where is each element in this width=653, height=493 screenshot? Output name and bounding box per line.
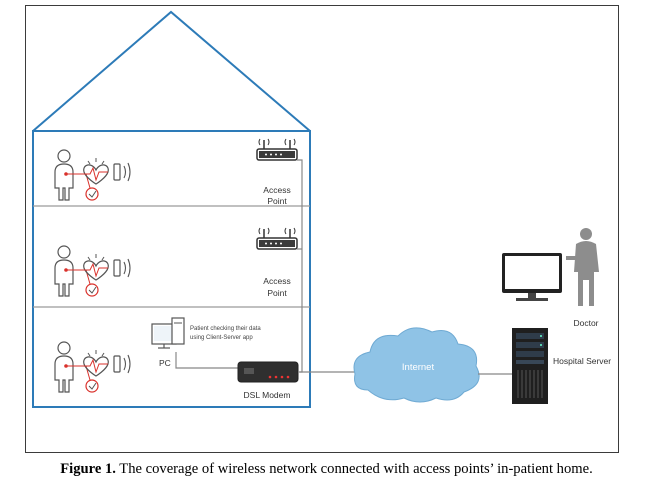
ap-label-2-line2: Point <box>267 288 287 298</box>
pc-note-line1: Patient checking their data <box>190 326 261 332</box>
internet-cloud-icon <box>353 327 480 403</box>
pc-note-line2: using Client-Server app <box>190 335 253 341</box>
dsl-modem-icon <box>237 361 299 383</box>
ap-label-1-line2: Point <box>267 196 287 206</box>
internet-label: Internet <box>402 362 435 373</box>
ap-label-2-line1: Access <box>263 276 290 286</box>
modem-label: DSL Modem <box>244 390 291 400</box>
doctor-label: Doctor <box>573 318 598 328</box>
figure-caption: Figure 1. The coverage of wireless netwo… <box>0 461 653 478</box>
house-walls <box>32 130 311 408</box>
caption-prefix: Figure 1. <box>60 461 116 477</box>
doctor-icon <box>566 228 599 306</box>
server-label: Hospital Server <box>553 356 611 366</box>
patient-icon-floor2 <box>54 245 131 297</box>
access-point-icon-1 <box>256 138 298 161</box>
pc-icon <box>151 317 185 349</box>
patient-icon-floor3 <box>54 341 131 393</box>
figure-frame <box>25 5 619 453</box>
patient-icon-floor1 <box>54 149 131 201</box>
access-point-icon-2 <box>256 227 298 250</box>
house-roof <box>32 10 311 132</box>
ap-cable <box>297 159 303 373</box>
monitor-icon <box>502 253 562 301</box>
hospital-server-icon <box>512 328 548 404</box>
pc-cable <box>175 352 238 369</box>
pc-label: PC <box>159 358 171 368</box>
ap-label-1-line1: Access <box>263 185 290 195</box>
caption-text: The coverage of wireless network connect… <box>115 461 593 477</box>
